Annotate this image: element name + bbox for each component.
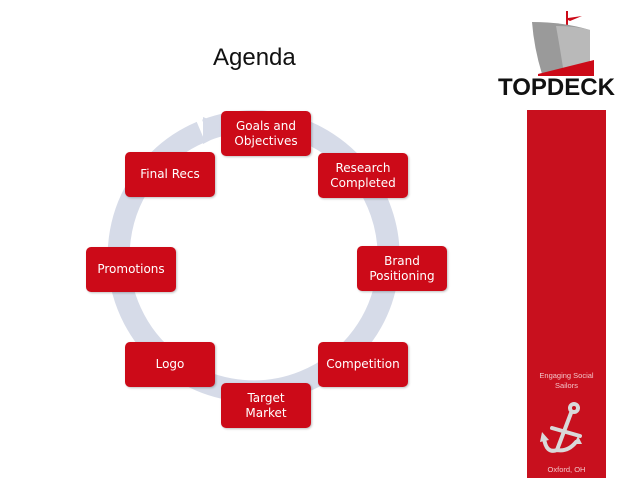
brand-logo-text: TOPDECK: [498, 74, 615, 101]
anchor-icon: [540, 402, 582, 453]
cycle-step-final-recs: Final Recs: [125, 152, 215, 197]
cycle-step-brand: Brand Positioning: [357, 246, 447, 291]
page-title: Agenda: [213, 44, 296, 71]
cycle-step-logo: Logo: [125, 342, 215, 387]
cycle-step-promotions: Promotions: [86, 247, 176, 292]
cycle-step-competition: Competition: [318, 342, 408, 387]
cycle-step-target-market: Target Market: [221, 383, 311, 428]
brand-location: Oxford, OH: [547, 465, 586, 474]
brand-tagline: Engaging Social Sailors: [539, 371, 594, 390]
sail-logo-icon: [532, 11, 594, 76]
brand-sidebar: [527, 110, 606, 478]
cycle-step-research: Research Completed: [318, 153, 408, 198]
cycle-step-goals: Goals and Objectives: [221, 111, 311, 156]
